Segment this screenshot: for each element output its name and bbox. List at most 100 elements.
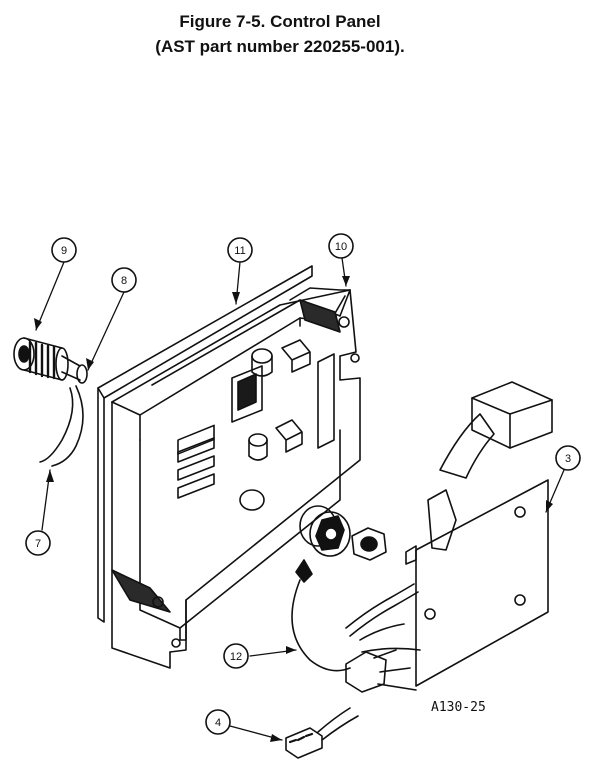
lock-keyway [18, 345, 30, 363]
plug-wires [317, 707, 359, 741]
harness-wires [373, 649, 417, 691]
callout-label-7: 7 [35, 538, 41, 550]
callout-12: 12 [223, 643, 249, 669]
leader-8 [87, 291, 125, 371]
switch-cable [291, 579, 351, 672]
harness-connector [345, 651, 387, 693]
clip-lower [275, 419, 303, 453]
slot-3 [177, 455, 215, 481]
callout-label-11: 11 [234, 245, 245, 257]
callout-circle-8 [111, 267, 137, 293]
arrowhead-7 [46, 470, 54, 482]
callout-7: 7 [25, 530, 51, 556]
housing-inner-face [139, 429, 341, 641]
callout-circle-10 [328, 233, 354, 259]
wire-lead-2 [51, 385, 84, 467]
callout-label-4: 4 [215, 717, 221, 729]
leader-arrowheads [34, 276, 553, 742]
housing-square-window-inner [237, 373, 257, 411]
mounting-hole-bottom [171, 638, 181, 648]
knob [439, 381, 553, 479]
boss-upper-body [251, 355, 273, 377]
figure-title: Figure 7-5. Control Panel (AST part numb… [0, 9, 560, 59]
callout-label-9: 9 [61, 245, 67, 257]
callout-circle-7 [25, 530, 51, 556]
plug-body [285, 727, 323, 759]
plug-pins [288, 732, 314, 744]
key-lock-part-9 [13, 337, 88, 384]
twisted-wires [345, 583, 419, 637]
cover-plate-outline [415, 479, 549, 687]
callout-11: 11 [227, 237, 253, 263]
mounting-hole-top-right [338, 316, 350, 328]
title-line-2: (AST part number 220255-001). [155, 37, 405, 56]
knob-pointer [439, 413, 495, 479]
cover-tab [405, 545, 417, 565]
callout-4: 4 [205, 709, 231, 735]
housing-part-11 [97, 265, 361, 669]
callout-9: 9 [51, 237, 77, 263]
lock-nut-8 [76, 364, 88, 384]
switch-shaft [324, 527, 338, 541]
housing-back-top-edge [97, 265, 313, 399]
mounting-hole-bottom-left [152, 596, 164, 608]
housing-round-hole [239, 489, 265, 511]
callout-circle-9 [51, 237, 77, 263]
figure-reference-code: A130-25 [431, 700, 486, 715]
switch-terminal [295, 559, 313, 583]
knob-body [471, 381, 553, 449]
arrowhead-11 [232, 292, 240, 304]
housing-ramp-shade [299, 299, 341, 333]
slot-2 [177, 437, 215, 463]
arrowhead-3 [546, 500, 553, 512]
leader-9 [35, 261, 65, 331]
switch-body-front [309, 511, 351, 557]
slot-1 [177, 424, 215, 455]
arrowhead-4 [270, 734, 282, 742]
housing-foot-shade [111, 569, 171, 613]
callout-label-12: 12 [230, 651, 242, 663]
callout-circle-12 [223, 643, 249, 669]
boss-lower-body [248, 439, 268, 461]
switch-leads [359, 623, 421, 653]
rotary-switch-part-12 [291, 505, 421, 693]
knob-edges [471, 397, 553, 449]
cover-hole-bottom [514, 594, 526, 606]
callout-label-10: 10 [335, 241, 347, 253]
housing-right-rib [317, 353, 335, 449]
leader-lines [35, 257, 565, 741]
boss-upper [251, 348, 273, 364]
cover-lever [427, 489, 457, 551]
housing-front-left [111, 401, 171, 669]
switch-nut [351, 527, 387, 561]
switch-nut-hole [360, 536, 378, 552]
cover-hole-top [514, 506, 526, 518]
housing-back-left-edge [97, 387, 105, 623]
arrowhead-8 [86, 358, 94, 370]
boss-lower [248, 433, 268, 447]
callout-circle-4 [205, 709, 231, 735]
housing-bottom-right [179, 599, 187, 641]
arrowhead-10 [342, 276, 350, 286]
title-line-1: Figure 7-5. Control Panel [179, 12, 381, 31]
arrowhead-12 [286, 646, 296, 654]
lock-thread [28, 340, 56, 380]
callout-label-8: 8 [121, 275, 127, 287]
callout-circle-11 [227, 237, 253, 263]
callout-8: 8 [111, 267, 137, 293]
arrowhead-9 [34, 318, 42, 330]
mounting-hole-right [350, 353, 360, 363]
cover-hole-left [424, 608, 436, 620]
cover-plate-part-3 [405, 479, 549, 687]
lock-rear [55, 347, 69, 381]
plug-part-4 [285, 707, 359, 759]
slot-4 [177, 473, 215, 499]
callout-3: 3 [555, 445, 581, 471]
housing-top-rail [111, 317, 301, 441]
wire-lead-1 [39, 387, 74, 463]
callout-label-3: 3 [565, 453, 571, 465]
callout-10: 10 [328, 233, 354, 259]
clip-upper [281, 339, 311, 373]
